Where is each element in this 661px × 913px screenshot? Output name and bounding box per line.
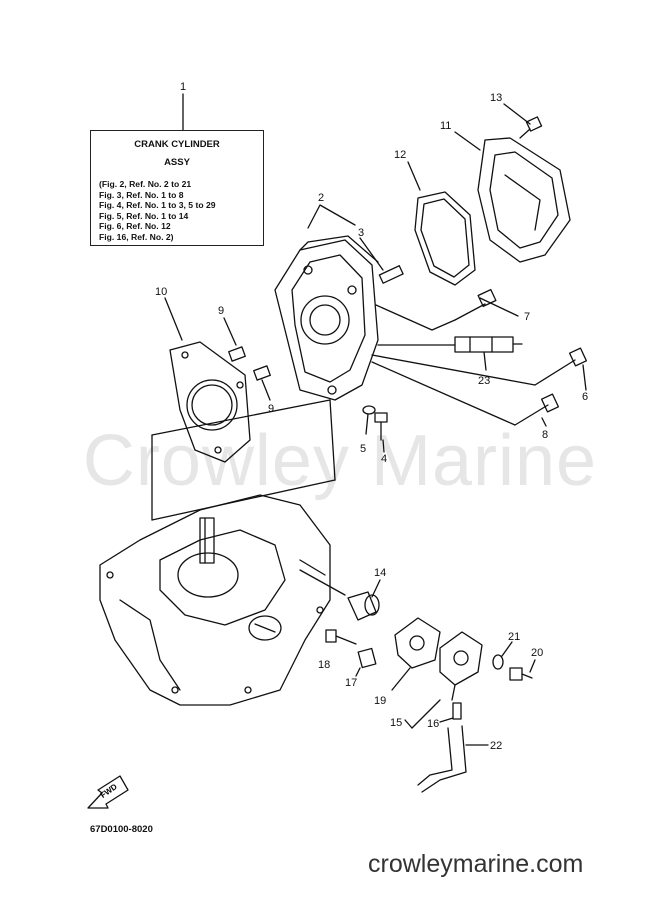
part-23-spark-plug <box>377 336 523 371</box>
callout-22: 22 <box>490 740 502 752</box>
watermark-text: Crowley Marine <box>82 421 598 501</box>
callout-12: 12 <box>394 149 406 161</box>
callout-18: 18 <box>318 659 330 671</box>
part-2-thermostat-housing <box>274 204 379 401</box>
fwd-arrow-icon <box>87 775 129 809</box>
legend-ref-item: Fig. 5, Ref. No. 1 to 14 <box>99 210 189 221</box>
callout-7: 7 <box>524 311 530 323</box>
part-3-pin <box>359 237 404 284</box>
callout-5: 5 <box>360 443 366 455</box>
callout-13: 13 <box>490 92 502 104</box>
part-1-crankcase <box>99 494 346 706</box>
callout-14: 14 <box>374 567 386 579</box>
part-20-bolt <box>509 659 536 681</box>
callout-8: 8 <box>542 429 548 441</box>
callout-17: 17 <box>345 677 357 689</box>
part-6-bolt <box>371 347 588 391</box>
part-19-gasket <box>391 617 441 691</box>
callout-1: 1 <box>180 81 186 93</box>
legend-ref-item: (Fig. 2, Ref. No. 2 to 21 <box>99 179 192 189</box>
diagram-part-code: 67D0100-8020 <box>90 824 153 835</box>
legend-ref-item: Fig. 4, Ref. No. 1 to 3, 5 to 29 <box>99 200 216 211</box>
part-17-collar <box>355 647 377 677</box>
part-15-housing <box>404 631 483 729</box>
part-5-washer <box>362 405 376 435</box>
part-13-bolt <box>503 103 543 139</box>
part-22-hose <box>417 725 489 793</box>
callout-6: 6 <box>582 391 588 403</box>
part-9-pins <box>223 317 271 401</box>
callout-9-lower: 9 <box>268 403 274 415</box>
part-8-bolt <box>371 361 560 427</box>
part-14-valve <box>347 579 381 621</box>
part-4-bolt <box>374 412 388 453</box>
callout-21: 21 <box>508 631 520 643</box>
callout-9-upper: 9 <box>218 305 224 317</box>
part-12-gasket <box>407 161 476 286</box>
part-11-cover <box>454 131 571 263</box>
legend-ref-item: Fig. 16, Ref. No. 2) <box>99 231 174 242</box>
gasket-outline-box <box>151 399 336 521</box>
callout-4: 4 <box>381 453 387 465</box>
part-10-gasket <box>164 297 251 463</box>
callout-3: 3 <box>358 227 364 239</box>
part-7-bolt <box>375 288 519 331</box>
site-url: crowleymarine.com <box>368 850 584 878</box>
callout-23: 23 <box>478 375 490 387</box>
legend-ref-item: Fig. 6, Ref. No. 12 <box>99 221 171 232</box>
part-16-fitting <box>439 702 462 723</box>
legend-ref-item: Fig. 3, Ref. No. 1 to 8 <box>99 189 184 200</box>
legend-title-line1: CRANK CYLINDER <box>134 139 220 150</box>
callout-2: 2 <box>318 192 324 204</box>
assembly-legend-box: CRANK CYLINDER ASSY (Fig. 2, Ref. No. 2 … <box>90 130 264 246</box>
part-21-washer <box>492 641 513 670</box>
part-18-bolt <box>325 629 357 645</box>
callout-19: 19 <box>374 695 386 707</box>
callout-10: 10 <box>155 286 167 298</box>
callout-20: 20 <box>531 647 543 659</box>
legend-reference-list: (Fig. 2, Ref. No. 2 to 21 Fig. 3, Ref. N… <box>99 179 216 243</box>
callout-11: 11 <box>440 120 451 132</box>
callout-15: 15 <box>390 717 402 729</box>
callout-16: 16 <box>427 718 439 730</box>
legend-title-line2: ASSY <box>164 157 190 168</box>
